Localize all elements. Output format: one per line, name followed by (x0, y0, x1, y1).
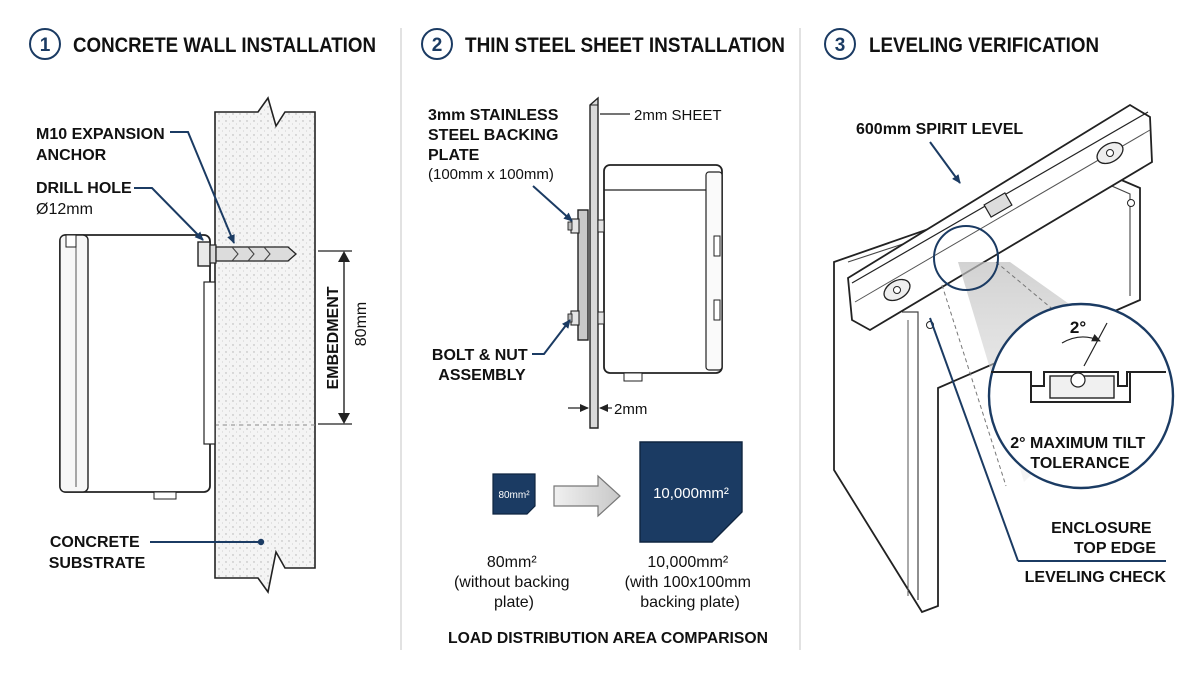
anchor-callout: M10 EXPANSION ANCHOR (36, 126, 235, 244)
leveling-check-label: LEVELING CHECK (1025, 569, 1167, 586)
small-area-caption: 80mm² (without backing plate) (454, 554, 574, 611)
step-number-badge (29, 28, 61, 60)
panel-2-header: 2 THIN STEEL SHEET INSTALLATION (421, 28, 785, 60)
expansion-anchor (197, 241, 297, 267)
embedment-label: EMBEDMENT (325, 286, 342, 389)
bolt-label: BOLT & NUT ASSEMBLY (432, 347, 532, 384)
level-callout: 600mm SPIRIT LEVEL (856, 121, 1023, 184)
sheet-callout: 2mm SHEET (600, 107, 722, 124)
step-number: 3 (835, 35, 846, 56)
area-comparison: 80mm² 10,000mm² 80mm² (without backing p… (448, 441, 768, 647)
enclosure-box-front (603, 164, 723, 382)
substrate-label: CONCRETE SUBSTRATE (49, 534, 146, 572)
panel-title: CONCRETE WALL INSTALLATION (73, 34, 376, 57)
drill-hole-label: DRILL HOLE (36, 180, 132, 197)
small-area-box-label: 80mm² (498, 490, 530, 501)
magnifier-source-circle (933, 225, 999, 291)
concrete-wall (214, 96, 316, 594)
backing-plate-callout: 3mm STAINLESS STEEL BACKING PLATE (100mm… (428, 107, 573, 222)
backing-plate (567, 209, 605, 341)
embedment-dimension: EMBEDMENT 80mm (318, 250, 370, 425)
drill-hole-size: Ø12mm (36, 201, 93, 218)
panel-title: LEVELING VERIFICATION (869, 34, 1099, 57)
thickness-dimension: 2mm (568, 401, 647, 418)
large-area-caption: 10,000mm² (with 100x100mm backing plate) (625, 554, 756, 611)
backing-plate-label: 3mm STAINLESS STEEL BACKING PLATE (428, 107, 563, 164)
large-area-box (639, 441, 743, 543)
enclosure-top-edge-label: ENCLOSURE TOP EDGE (1051, 520, 1156, 557)
spirit-level-label: 600mm SPIRIT LEVEL (856, 121, 1023, 138)
embedment-value: 80mm (353, 302, 370, 346)
tolerance-label: 2° MAXIMUM TILT TOLERANCE (1010, 435, 1149, 472)
anchor-label: M10 EXPANSION ANCHOR (36, 126, 169, 164)
edge-callout: ENCLOSURE TOP EDGE LEVELING CHECK (929, 317, 1167, 586)
step-number: 2 (432, 35, 443, 56)
comparison-title: LOAD DISTRIBUTION AREA COMPARISON (448, 630, 768, 647)
panel-3-header: 3 LEVELING VERIFICATION (824, 28, 1099, 60)
bolt-callout: BOLT & NUT ASSEMBLY (432, 319, 571, 384)
drill-hole-callout: DRILL HOLE Ø12mm (36, 180, 204, 241)
magnifier: 2° 2° MAXIMUM TILT TOLERANCE (933, 225, 1175, 490)
step-number: 1 (40, 35, 51, 56)
enclosure-box-side (59, 234, 216, 500)
spirit-level (847, 103, 1153, 332)
thin-steel-sheet (589, 96, 599, 429)
panel-title: THIN STEEL SHEET INSTALLATION (465, 34, 785, 57)
step-number-badge (824, 28, 856, 60)
backing-plate-size: (100mm x 100mm) (428, 166, 554, 183)
panel-1-header: 1 CONCRETE WALL INSTALLATION (29, 28, 376, 60)
step-number-badge (421, 28, 453, 60)
small-area-box (492, 473, 536, 515)
tilt-angle-label: 2° (1070, 318, 1086, 337)
thickness-label: 2mm (614, 401, 647, 418)
sheet-label: 2mm SHEET (634, 107, 722, 124)
substrate-callout: CONCRETE SUBSTRATE (49, 534, 265, 572)
large-area-box-label: 10,000mm² (653, 485, 729, 502)
comparison-arrow (553, 474, 621, 518)
